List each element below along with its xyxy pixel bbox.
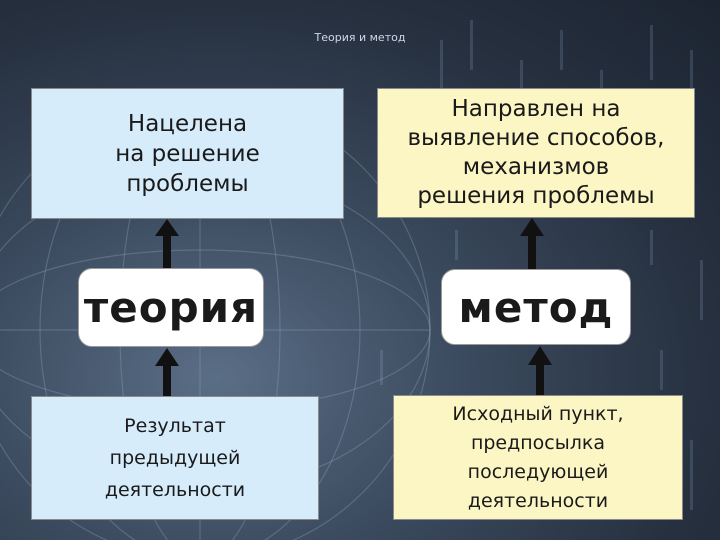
method-goal-line: механизмов [462,154,610,180]
method-source-box: Исходный пункт, предпосылка последующей … [393,395,683,520]
theory-goal-box: Нацелена на решение проблемы [31,88,344,219]
slide-title: Теория и метод [314,31,406,44]
theory-source-box: Результат предыдущей деятельности [31,396,319,520]
arrow-up-icon [528,346,552,396]
method-goal-box: Направлен на выявление способов, механиз… [377,88,695,218]
theory-goal-line: Нацелена [127,110,248,137]
arrow-up-icon [155,348,179,397]
theory-source-line: Результат [124,415,226,437]
arrow-up-icon [155,219,179,269]
theory-goal-line: на решение [115,140,260,167]
theory-goal-line: проблемы [126,170,249,197]
arrow-up-icon [520,218,544,270]
theory-source-line: предыдущей [109,447,241,469]
theory-source-line: деятельности [104,479,246,501]
method-goal-line: выявление способов, [407,125,665,151]
method-goal-line: Направлен на [451,96,621,122]
method-source-line: Исходный пункт, [452,402,624,425]
theory-node: теория [78,268,264,347]
method-source-line: деятельности [467,489,609,512]
method-goal-line: решения проблемы [417,183,655,209]
method-node: метод [441,269,631,345]
method-source-line: последующей [467,460,609,483]
method-source-line: предпосылка [470,431,606,454]
